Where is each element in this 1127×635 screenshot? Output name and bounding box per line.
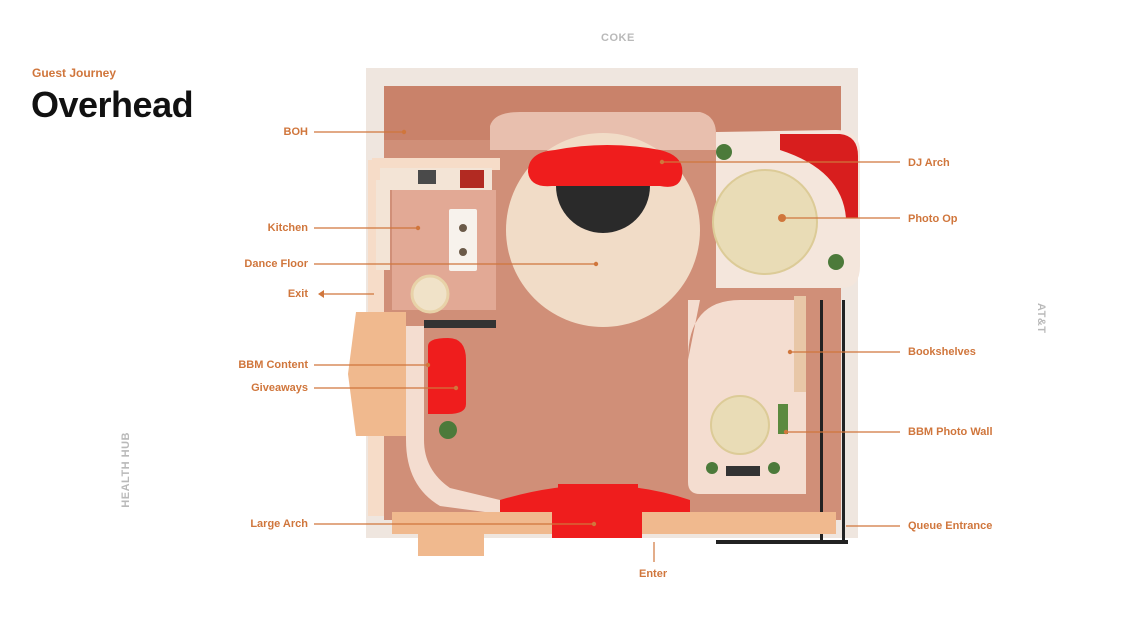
bbm-content-block (348, 312, 406, 436)
leader-lines (314, 131, 900, 562)
photo-op-rug (712, 169, 818, 275)
callout-queue-entrance: Queue Entrance (908, 520, 993, 532)
plant (828, 254, 844, 270)
bookshelves (794, 296, 806, 392)
kitchen-top-wall (372, 158, 500, 170)
plant (439, 421, 457, 439)
photo-wall-rug (710, 395, 770, 455)
callout-photo-op: Photo Op (908, 213, 958, 225)
exit-arrow-icon (318, 290, 324, 298)
callout-bbm-photo-wall: BBM Photo Wall (908, 426, 993, 438)
callout-bookshelves: Bookshelves (908, 346, 976, 358)
island-stool (459, 248, 467, 256)
callout-exit: Exit (287, 288, 308, 300)
kitchen-rug (410, 274, 450, 314)
arch-top (558, 484, 638, 500)
bbm-photo-wall (778, 404, 788, 434)
neighbor-label-right: AT&T (1035, 303, 1047, 334)
leader-dots (401, 129, 793, 527)
photo-wall-bench (726, 466, 760, 476)
callout-boh: BOH (283, 126, 308, 138)
section-kicker: Guest Journey (32, 66, 117, 80)
kitchen-appliance (418, 170, 436, 184)
dj-booth (528, 145, 683, 187)
island-stool (459, 224, 467, 232)
neighbor-label-top: COKE (601, 32, 635, 44)
page-title: Overhead (31, 84, 194, 125)
kitchen-side-counter (376, 180, 390, 270)
callout-giveaways: Giveaways (251, 382, 308, 394)
queue-stanchions (820, 300, 845, 540)
entry-mat-left (392, 512, 558, 534)
giveaway-shelf (424, 320, 496, 328)
kitchen-fridge (460, 170, 484, 188)
entry-step (418, 534, 484, 556)
plant (706, 462, 718, 474)
callout-dj-arch: DJ Arch (908, 157, 950, 169)
callout-dance-floor: Dance Floor (244, 258, 308, 270)
entry-mat-right (642, 512, 836, 534)
queue-rope (716, 540, 848, 544)
dj-booth-floor (556, 186, 650, 233)
dj-arch-bench (780, 134, 858, 218)
callout-large-arch: Large Arch (250, 518, 308, 530)
room-corner (688, 300, 740, 360)
top-arch-wall (490, 112, 716, 150)
large-arch (500, 485, 690, 520)
entry-carpet (552, 508, 642, 538)
kitchen-island (449, 209, 477, 271)
plant (768, 462, 780, 474)
giveaways-counter (428, 338, 466, 414)
giveaway-curved-wall (406, 326, 500, 514)
callout-enter: Enter (639, 568, 668, 580)
plant (716, 144, 732, 160)
callout-kitchen: Kitchen (267, 222, 308, 234)
callout-bbm-content: BBM Content (238, 359, 308, 371)
